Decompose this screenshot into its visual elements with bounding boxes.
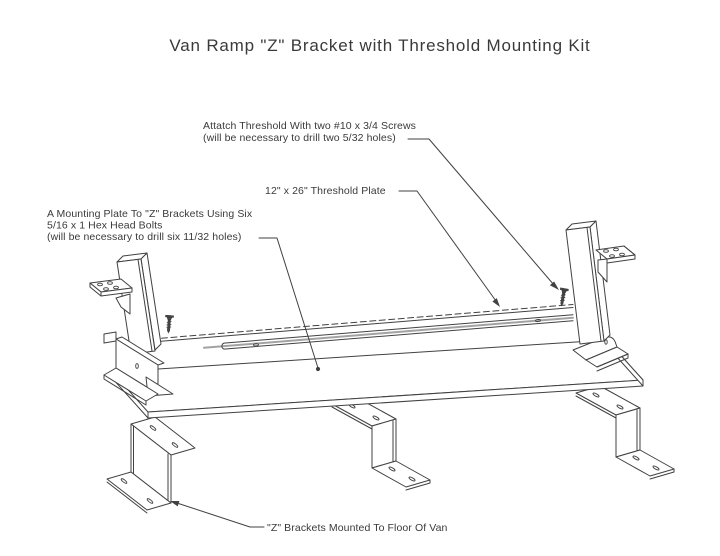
right-post-front <box>565 226 605 345</box>
threshold-shadow-line <box>203 316 574 349</box>
threshold-rounded-outline <box>221 314 574 350</box>
arrowhead <box>549 281 559 290</box>
annotation-attach-threshold: Attatch Threshold With two #10 x 3/4 Scr… <box>203 120 416 144</box>
arrowhead <box>492 298 500 307</box>
threshold-plate <box>151 304 574 350</box>
z-bracket-floor-left <box>106 416 196 514</box>
threshold-back-edge-hidden <box>151 304 574 340</box>
annotation-threshold-plate: 12" x 26" Threshold Plate <box>265 185 386 197</box>
leader-z-brackets <box>170 501 265 528</box>
left-post-tab <box>103 331 117 344</box>
annotation-line: Attatch Threshold With two #10 x 3/4 Scr… <box>203 120 416 132</box>
leader-attach-threshold <box>407 138 559 290</box>
mounting-plate <box>111 339 644 419</box>
left-flange-gusset <box>115 293 131 315</box>
annotation-line: (will be necessary to drill two 5/32 hol… <box>203 132 396 144</box>
leader-mounting-plate <box>258 237 321 372</box>
screw-right <box>559 287 569 307</box>
page-title: Van Ramp "Z" Bracket with Threshold Moun… <box>169 36 590 55</box>
upright-bracket-right <box>565 220 636 372</box>
z-bracket-floor-middle <box>331 396 431 491</box>
right-flange-gusset <box>597 258 608 283</box>
annotation-mounting-plate: A Mounting Plate To "Z" Brackets Using S… <box>47 208 253 243</box>
annotation-line: 5/16 x 1 Hex Head Bolts <box>47 220 163 232</box>
leader-dot <box>315 366 321 372</box>
arrowhead <box>170 501 180 507</box>
annotation-z-brackets: "Z" Brackets Mounted To Floor Of Van <box>267 522 448 534</box>
z-bracket-floor-right <box>575 385 675 480</box>
z-mid-web <box>371 418 397 469</box>
annotation-line: A Mounting Plate To "Z" Brackets Using S… <box>47 208 253 220</box>
leader-threshold-plate <box>398 190 500 307</box>
z-right-web <box>615 407 641 458</box>
left-post-front <box>116 258 156 355</box>
screw-left <box>165 314 174 334</box>
annotation-line: (will be necessary to drill six 11/32 ho… <box>47 231 241 243</box>
upright-bracket-left <box>89 252 174 406</box>
